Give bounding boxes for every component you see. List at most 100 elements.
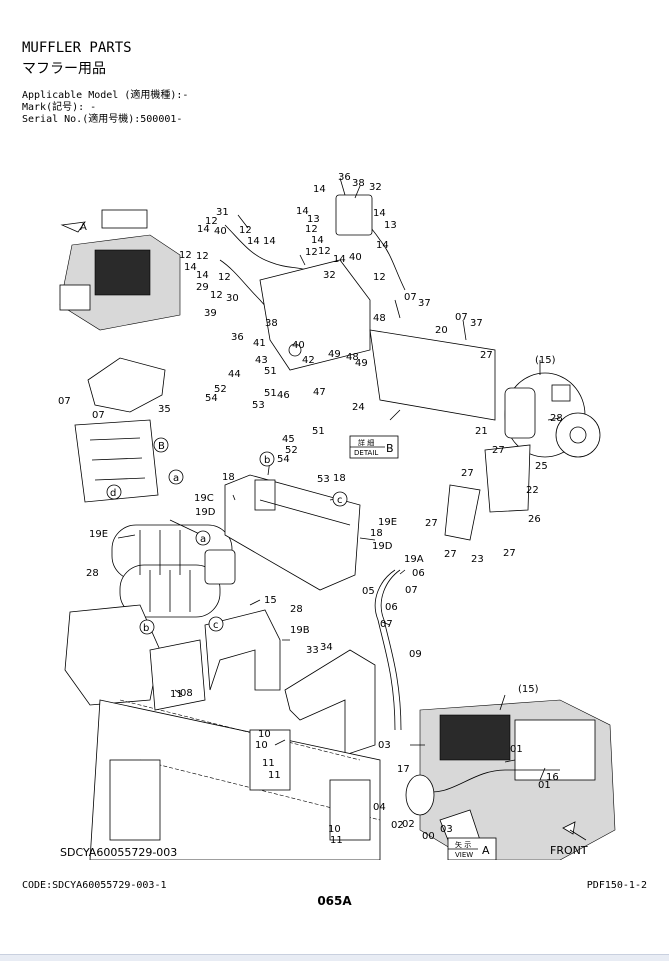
part-callout-86: 07 (405, 585, 418, 596)
part-callout-46: 47 (313, 387, 326, 398)
part-callout-28: 13 (384, 220, 397, 231)
part-callout-32: 40 (349, 252, 362, 263)
footer-code: CODE:SDCYA60055729-003-1 (22, 880, 167, 891)
detail-b-box: 詳 細 DETAIL B (349, 435, 399, 459)
part-callout-78: 28 (86, 568, 99, 579)
part-callout-43: 51 (264, 388, 277, 399)
page-number: 065A (317, 894, 352, 908)
part-callout-75: 18 (370, 528, 383, 539)
mark-field: Mark(記号): - (22, 102, 97, 113)
part-callout-9: 12 (239, 225, 252, 236)
part-callout-53: 07 (455, 312, 468, 323)
serial-number: Serial No.(適用号機):500001- (22, 114, 183, 125)
bracket-19a-illustration (284, 649, 376, 756)
ref-circle-a-1: a (173, 473, 179, 484)
part-callout-38: 42 (302, 355, 315, 366)
part-callout-8: 40 (214, 226, 227, 237)
detail-label: DETAIL (354, 449, 378, 457)
chassis-frame-illustration (64, 604, 381, 860)
part-callout-18: 12 (210, 290, 223, 301)
part-callout-22: 38 (265, 318, 278, 329)
part-callout-102: 04 (373, 802, 386, 813)
part-callout-69: 53 (317, 474, 330, 485)
part-callout-19: 30 (226, 293, 239, 304)
part-callout-114: 26 (528, 514, 541, 525)
part-callout-96: 11 (262, 758, 275, 769)
part-callout-104: 02 (402, 819, 415, 830)
reference-circles: B a d b c a b c (106, 437, 348, 635)
front-label: FRONT (550, 844, 588, 857)
part-callout-15: 14 (196, 270, 209, 281)
ref-circle-b-2: b (264, 455, 270, 466)
part-callout-116: 23 (471, 554, 484, 565)
part-callout-117: 27 (503, 548, 516, 559)
engine-view-a-illustration (405, 699, 616, 860)
drawing-code: SDCYA60055729-003 (60, 846, 177, 859)
part-callout-77: 19E (89, 529, 108, 540)
part-callout-37: 43 (255, 355, 268, 366)
view-a-box: 矢 示 VIEW A (447, 837, 497, 860)
part-callout-92: 11 (170, 689, 183, 700)
ref-circle-d: d (110, 488, 116, 499)
page-title-japanese: マフラー用品 (22, 61, 106, 77)
dpf-sensor-assembly-illustration (74, 419, 159, 503)
part-callout-79: 15 (264, 595, 277, 606)
part-callout-17: 29 (196, 282, 209, 293)
part-callout-103: 02 (391, 820, 404, 831)
part-callout-112: 22 (526, 485, 539, 496)
part-callout-0: 36 (338, 172, 351, 183)
dpf-muffler-illustration (111, 524, 236, 618)
part-callout-40: 52 (214, 384, 227, 395)
part-callout-31: 14 (333, 254, 346, 265)
detail-letter: B (386, 442, 394, 455)
part-callout-47: 49 (328, 349, 341, 360)
part-callout-71: 18 (222, 472, 235, 483)
exploded-parts-diagram: A (58, 172, 616, 860)
part-callout-4: 14 (373, 208, 386, 219)
footer-pdf-ref: PDF150-1-2 (586, 880, 647, 891)
part-callout-51: 07 (404, 292, 417, 303)
part-callout-26: 14 (311, 235, 324, 246)
ref-circle-c-1: c (337, 495, 343, 506)
part-callout-48: 48 (346, 352, 359, 363)
part-callout-88: 06 (385, 602, 398, 613)
part-callout-23: 14 (296, 206, 309, 217)
part-callout-70: 18 (333, 473, 346, 484)
part-callout-98: 11 (330, 835, 343, 846)
part-callout-91: 08 (180, 688, 193, 699)
part-callout-72: 19C (194, 493, 214, 504)
part-callout-39: 44 (228, 369, 241, 380)
heat-shield-illustration (87, 357, 166, 413)
part-callout-20: 39 (204, 308, 217, 319)
turbocharger-illustration (504, 372, 601, 458)
part-callout-67: 52 (285, 445, 298, 456)
part-callout-57: (15) (535, 355, 556, 366)
part-callout-99: 03 (378, 740, 391, 751)
part-callout-110: 27 (461, 468, 474, 479)
page-title: MUFFLER PARTS (22, 40, 132, 56)
part-callout-94: 10 (255, 740, 268, 751)
part-callout-61: 24 (352, 402, 365, 413)
part-callout-63: 07 (92, 410, 105, 421)
part-callout-36: 40 (292, 340, 305, 351)
part-callout-90: 09 (409, 649, 422, 660)
part-callout-10: 14 (263, 236, 276, 247)
part-callout-25: 12 (305, 224, 318, 235)
view-letter: A (482, 844, 490, 857)
part-callout-12: 12 (179, 250, 192, 261)
part-callout-35: 41 (253, 338, 266, 349)
part-callout-24: 13 (307, 214, 320, 225)
part-callout-73: 19D (195, 507, 216, 518)
wiring-harness-illustration (219, 194, 496, 421)
part-callout-56: 27 (480, 350, 493, 361)
part-callout-81: 19B (290, 625, 310, 636)
bracket-22-illustration (444, 444, 531, 541)
part-callout-89: 07 (380, 619, 393, 630)
part-callout-101: 17 (397, 764, 410, 775)
part-callout-108: 01 (538, 780, 551, 791)
part-callout-7: 14 (197, 224, 210, 235)
part-callout-115: 27 (444, 549, 457, 560)
leader-lines (117, 177, 561, 781)
part-callout-14: 14 (184, 262, 197, 273)
